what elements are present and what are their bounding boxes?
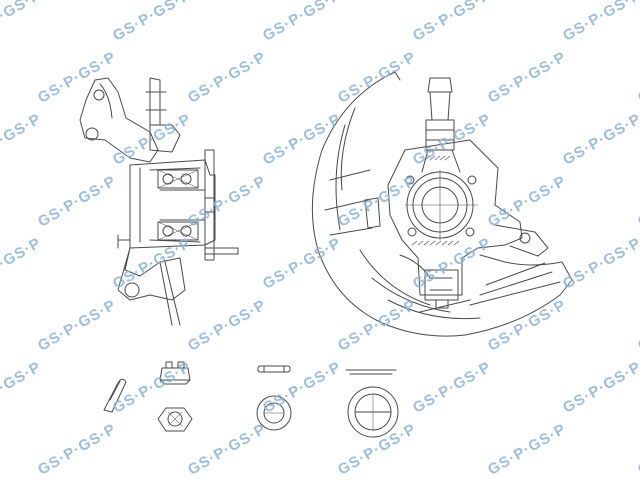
cotter-pin — [103, 378, 127, 413]
dust-shield — [311, 71, 573, 337]
hub-nut — [157, 407, 193, 432]
steering-knuckle-side-section — [79, 77, 239, 326]
steering-knuckle-front-view — [387, 77, 549, 309]
dust-cap — [345, 369, 399, 438]
castle-nut — [159, 361, 191, 385]
retaining-ring — [256, 365, 292, 431]
